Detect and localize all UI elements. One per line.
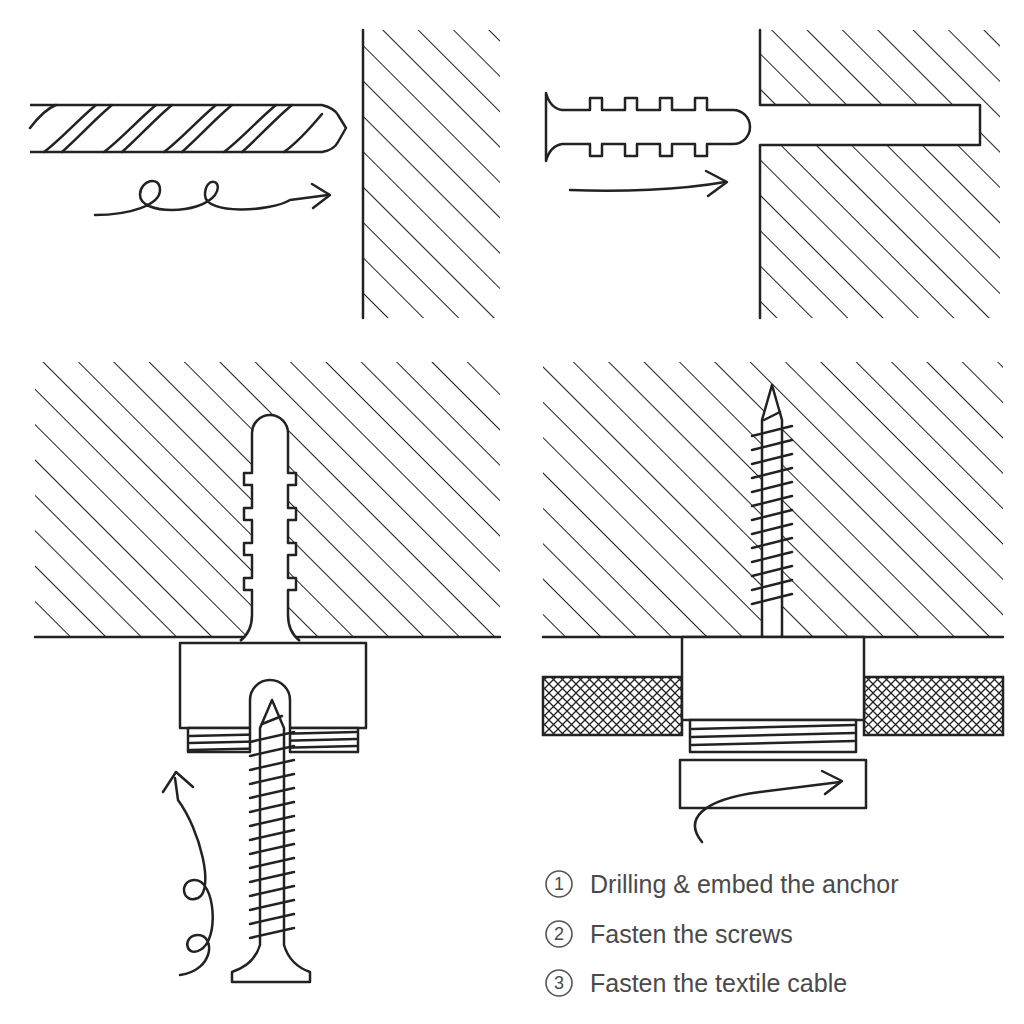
ceiling-hatch: [543, 362, 1003, 637]
arrow-head: [163, 772, 193, 792]
wall-anchor: [546, 93, 750, 161]
arrow-head: [312, 184, 330, 208]
step-number-circle: 3: [544, 968, 574, 998]
cable-panel: [543, 362, 1003, 842]
arrow-head: [706, 171, 727, 196]
textile-cable: [543, 677, 682, 735]
step-caption: Fasten the textile cable: [590, 968, 847, 998]
circle-ring: [546, 970, 572, 996]
embedded-anchor: [240, 415, 300, 641]
tighten-arrow: [695, 782, 840, 842]
cable-holder: [682, 637, 864, 720]
step-number-circle: 2: [544, 919, 574, 949]
textile-cable: [864, 677, 1003, 735]
insert-arrow: [570, 182, 725, 191]
screw-threads: [752, 412, 792, 604]
drill-flutes: [30, 105, 322, 152]
thread-lines: [692, 725, 854, 745]
drilled-hole: [761, 106, 980, 144]
screw-panel: [35, 362, 500, 982]
step-number: 1: [554, 875, 564, 893]
anchor-insert-panel: [546, 30, 1000, 318]
rotation-arrow: [95, 181, 328, 215]
step-caption: Fasten the screws: [590, 919, 793, 949]
circle-ring: [546, 921, 572, 947]
step-caption: Drilling & embed the anchor: [590, 869, 899, 899]
screw-threads: [250, 716, 294, 938]
step-number: 3: [554, 974, 564, 992]
drill-bit: [30, 105, 346, 152]
wall-face: [362, 30, 365, 318]
wall-hatch: [761, 30, 1000, 318]
wall-hatch: [364, 30, 500, 318]
locking-nut: [680, 760, 866, 808]
step-number: 2: [554, 925, 564, 943]
rotation-arrow: [175, 778, 213, 975]
arrow-head: [822, 771, 842, 794]
step-number-circle: 1: [544, 869, 574, 899]
drilling-panel: [30, 30, 500, 318]
screw: [232, 700, 310, 982]
circle-ring: [546, 871, 572, 897]
wall-outline: [760, 30, 980, 318]
holder-thread: [690, 720, 856, 752]
